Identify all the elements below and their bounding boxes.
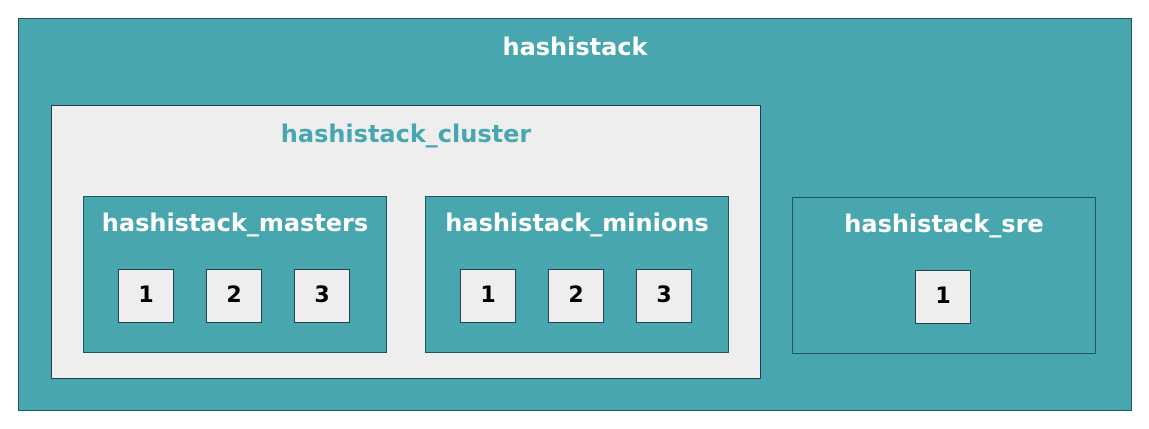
master-node-2: 2 bbox=[206, 269, 262, 323]
sre-node-1: 1 bbox=[915, 270, 971, 324]
minion-node-1: 1 bbox=[460, 269, 516, 323]
hashistack-minions-title: hashistack_minions bbox=[445, 209, 709, 237]
hashistack-cluster-title: hashistack_cluster bbox=[280, 120, 532, 148]
master-node-1: 1 bbox=[118, 269, 174, 323]
hashistack-group: hashistack hashistack_cluster hashistack… bbox=[18, 18, 1132, 411]
minion-node-3: 3 bbox=[636, 269, 692, 323]
hashistack-title: hashistack bbox=[502, 33, 648, 61]
hashistack-cluster-group: hashistack_cluster hashistack_masters 1 … bbox=[51, 105, 761, 379]
hashistack-masters-title: hashistack_masters bbox=[101, 209, 369, 237]
hashistack-minions-group: hashistack_minions 1 2 3 bbox=[425, 196, 729, 353]
master-node-3: 3 bbox=[294, 269, 350, 323]
hashistack-sre-title: hashistack_sre bbox=[844, 210, 1044, 238]
hashistack-masters-group: hashistack_masters 1 2 3 bbox=[83, 196, 387, 353]
hashistack-sre-group: hashistack_sre 1 bbox=[792, 197, 1096, 354]
minion-node-2: 2 bbox=[548, 269, 604, 323]
